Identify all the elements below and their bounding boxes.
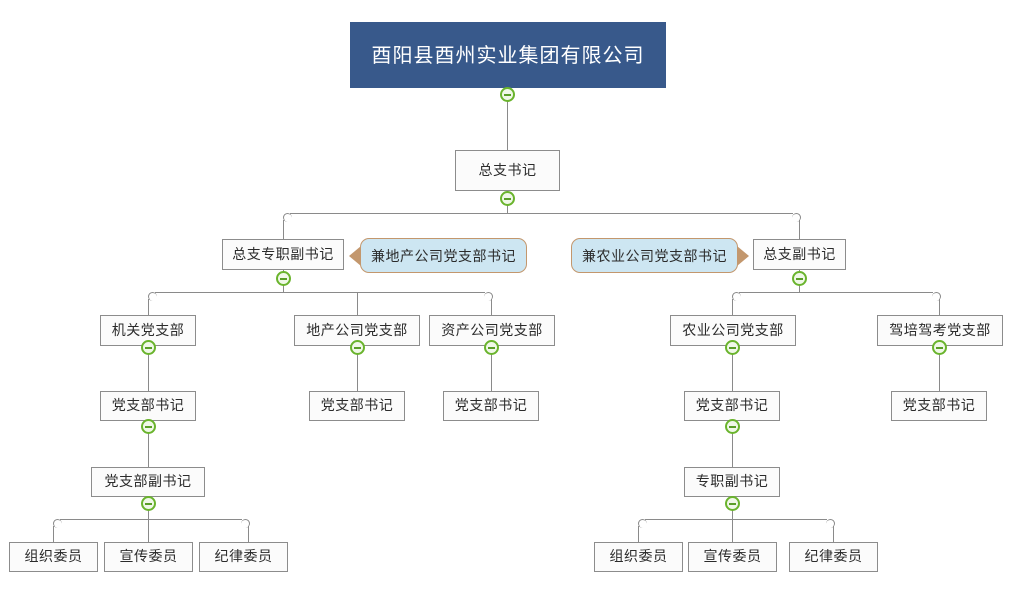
connector-level3-right-bus	[739, 292, 933, 293]
connector-to-committee-pub-left	[148, 519, 149, 542]
connector-committee-left-bus	[60, 519, 242, 520]
connector-secretary-to-deputy-left	[148, 421, 149, 467]
collapse-toggle-branch-driving-icon[interactable]	[932, 340, 947, 355]
node-deputy-fulltime-secretary[interactable]: 总支专职副书记	[222, 239, 344, 270]
collapse-toggle-secretary-agriculture-icon[interactable]	[725, 419, 740, 434]
node-general-secretary[interactable]: 总支书记	[455, 150, 560, 191]
collapse-toggle-general-secretary-icon[interactable]	[500, 191, 515, 206]
collapse-toggle-branch-agriculture-icon[interactable]	[725, 340, 740, 355]
callout-concurrent-realestate-secretary[interactable]: 兼地产公司党支部书记	[349, 238, 527, 273]
connector-elbow-right-4b	[826, 519, 835, 528]
connector-elbow-right	[792, 213, 801, 222]
connector-to-branch-assets	[491, 299, 492, 315]
connector-organs-to-secretary	[148, 346, 149, 391]
node-secretary-driving-school[interactable]: 党支部书记	[891, 391, 987, 421]
collapse-toggle-branch-organs-icon[interactable]	[141, 340, 156, 355]
connector-agriculture-to-secretary	[732, 346, 733, 391]
collapse-toggle-deputy-fulltime-icon[interactable]	[276, 271, 291, 286]
connector-to-committee-pub-right	[732, 519, 733, 542]
collapse-toggle-branch-realestate-icon[interactable]	[350, 340, 365, 355]
connector-to-committee-org-left	[53, 526, 54, 542]
callout-tail-right-icon	[737, 245, 749, 266]
node-root-company[interactable]: 酉阳县酉州实业集团有限公司	[350, 22, 666, 88]
connector-elbow-right-4a	[241, 519, 250, 528]
connector-committee-right-bus	[645, 519, 827, 520]
collapse-toggle-deputy-icon[interactable]	[792, 271, 807, 286]
connector-elbow-left-3b	[732, 292, 741, 301]
connector-to-committee-disc-right	[833, 526, 834, 542]
node-committee-discipline-left[interactable]: 纪律委员	[199, 542, 288, 572]
node-secretary-agriculture[interactable]: 党支部书记	[684, 391, 780, 421]
collapse-toggle-deputy-secretary-left-icon[interactable]	[141, 496, 156, 511]
connector-elbow-left	[283, 213, 292, 222]
collapse-toggle-branch-assets-icon[interactable]	[484, 340, 499, 355]
connector-elbow-right-3b	[932, 292, 941, 301]
collapse-toggle-secretary-organs-icon[interactable]	[141, 419, 156, 434]
node-committee-publicity-right[interactable]: 宣传委员	[688, 542, 777, 572]
connector-to-branch-realestate	[357, 292, 358, 315]
node-committee-publicity-left[interactable]: 宣传委员	[104, 542, 193, 572]
connector-driving-to-secretary	[939, 346, 940, 391]
node-secretary-organs[interactable]: 党支部书记	[100, 391, 196, 421]
connector-elbow-right-3a	[484, 292, 493, 301]
connector-level2-bus	[290, 213, 793, 214]
connector-to-deputy	[799, 220, 800, 239]
connector-realestate-to-secretary	[357, 346, 358, 391]
node-committee-organization-right[interactable]: 组织委员	[594, 542, 683, 572]
connector-to-branch-agriculture	[732, 299, 733, 315]
connector-elbow-left-3a	[148, 292, 157, 301]
connector-to-committee-disc-left	[248, 526, 249, 542]
callout-concurrent-agriculture-secretary[interactable]: 兼农业公司党支部书记	[571, 238, 749, 273]
node-fulltime-deputy-secretary-agriculture[interactable]: 专职副书记	[684, 467, 780, 497]
connector-to-branch-organs	[148, 299, 149, 315]
node-branch-organs[interactable]: 机关党支部	[100, 315, 196, 346]
node-secretary-assets[interactable]: 党支部书记	[443, 391, 539, 421]
collapse-toggle-deputy-secretary-right-icon[interactable]	[725, 496, 740, 511]
callout-tail-left-icon	[349, 245, 361, 266]
connector-to-branch-driving	[939, 299, 940, 315]
callout-right-label: 兼农业公司党支部书记	[582, 248, 727, 265]
connector-secretary-to-deputy-right	[732, 421, 733, 467]
connector-elbow-left-4a	[53, 519, 62, 528]
connector-level3-left-bus	[155, 292, 485, 293]
node-deputy-secretary-general[interactable]: 总支副书记	[753, 239, 846, 270]
callout-left-label: 兼地产公司党支部书记	[371, 248, 516, 265]
node-committee-organization-left[interactable]: 组织委员	[9, 542, 98, 572]
node-deputy-secretary-organs[interactable]: 党支部副书记	[91, 467, 205, 497]
connector-elbow-left-4b	[638, 519, 647, 528]
collapse-toggle-root-icon[interactable]	[500, 87, 515, 102]
connector-to-committee-org-right	[638, 526, 639, 542]
node-secretary-realestate[interactable]: 党支部书记	[309, 391, 405, 421]
connector-to-deputy-fulltime	[283, 220, 284, 239]
node-committee-discipline-right[interactable]: 纪律委员	[789, 542, 878, 572]
connector-assets-to-secretary	[491, 346, 492, 391]
connector-root-to-general-secretary	[507, 88, 508, 150]
